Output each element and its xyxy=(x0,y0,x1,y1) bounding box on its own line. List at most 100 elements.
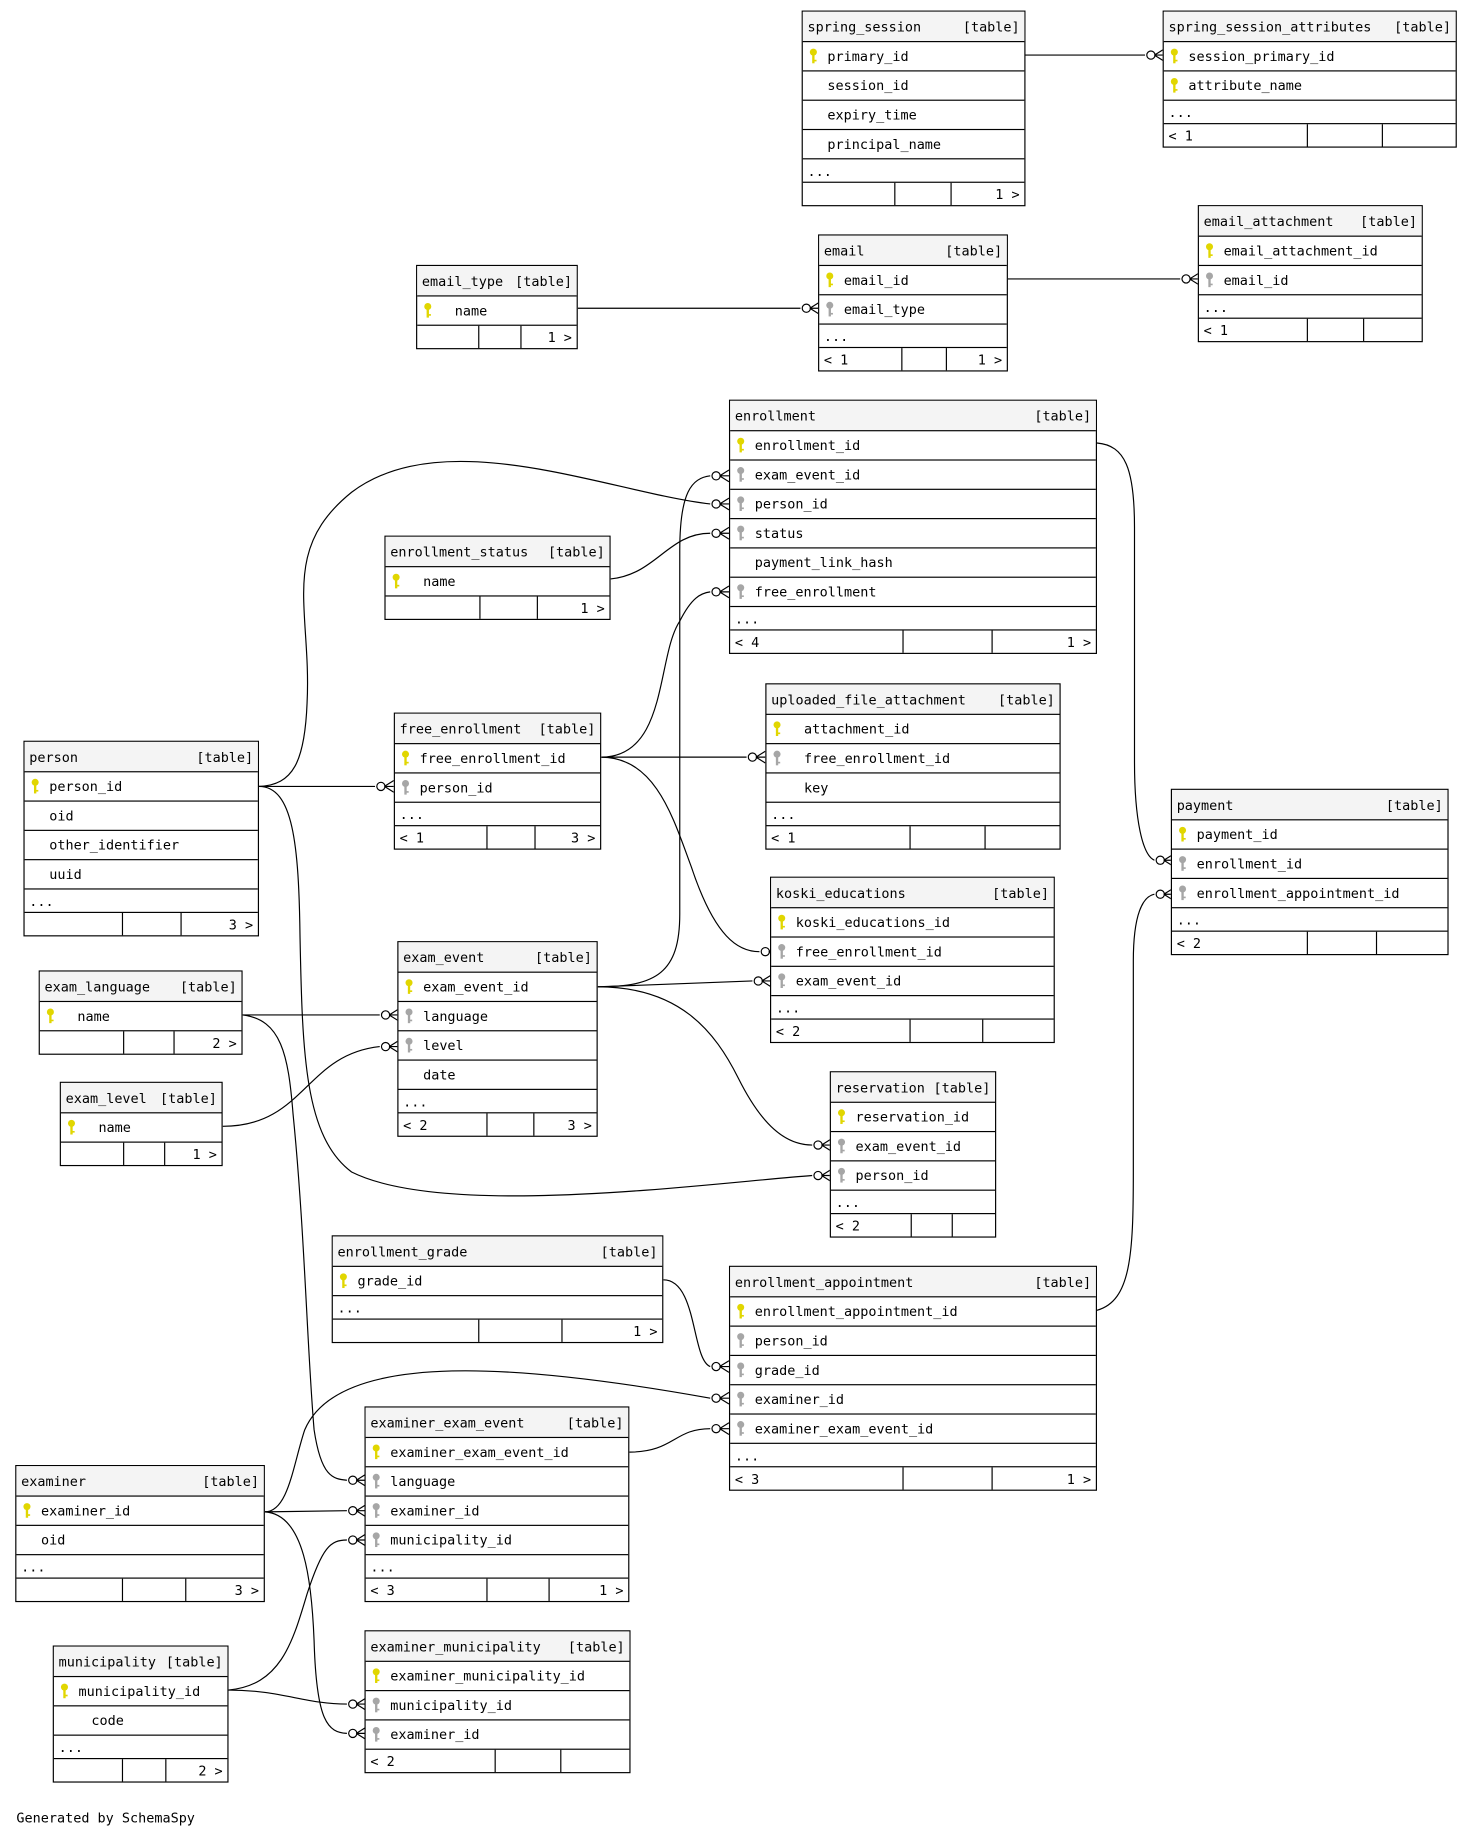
column-row[interactable]: municipality_id xyxy=(53,1675,228,1705)
column-row[interactable]: exam_event_id xyxy=(830,1130,996,1160)
parents-count[interactable]: 1 > xyxy=(995,185,1020,203)
table-header[interactable]: uploaded_file_attachment[table] xyxy=(766,684,1060,714)
column-row[interactable]: examiner_id xyxy=(365,1495,629,1524)
children-count[interactable]: < 2 xyxy=(831,1214,912,1237)
children-count[interactable]: < 3 xyxy=(730,1467,904,1490)
column-row[interactable]: person_id xyxy=(730,488,1096,518)
column-row[interactable]: examiner_exam_event_id xyxy=(730,1413,1096,1442)
column-row[interactable]: payment_link_hash xyxy=(730,547,1096,576)
column-row[interactable]: key xyxy=(766,772,1060,801)
table-exam-language[interactable]: exam_language[table]name 2 > xyxy=(38,970,243,1055)
table-header[interactable]: payment[table] xyxy=(1172,789,1448,820)
table-header[interactable]: email_attachment[table] xyxy=(1198,206,1422,236)
children-count[interactable]: < 1 xyxy=(395,826,488,849)
table-header[interactable]: examiner_exam_event[table] xyxy=(365,1407,629,1437)
table-email-attachment[interactable]: email_attachment[table]email_attachment_… xyxy=(1197,205,1423,343)
column-row[interactable]: name xyxy=(39,1000,242,1030)
column-row[interactable]: other_identifier xyxy=(24,829,258,859)
column-row[interactable]: enrollment_appointment_id xyxy=(730,1296,1096,1325)
parents-count[interactable]: 3 > xyxy=(571,829,596,846)
children-count[interactable]: < 1 xyxy=(1199,318,1308,342)
column-row[interactable]: koski_educations_id xyxy=(771,907,1054,936)
parents-count[interactable]: 1 > xyxy=(580,599,605,616)
table-header[interactable]: enrollment_appointment[table] xyxy=(730,1266,1096,1297)
column-row[interactable]: principal_name xyxy=(802,128,1025,158)
parents-count[interactable]: 1 > xyxy=(547,328,572,346)
column-row[interactable]: person_id xyxy=(830,1160,996,1189)
table-header[interactable]: examiner_municipality[table] xyxy=(365,1631,630,1661)
column-row[interactable]: payment_id xyxy=(1172,819,1448,848)
table-enrollment-grade[interactable]: enrollment_grade[table]grade_id...1 > xyxy=(331,1235,664,1344)
children-count[interactable]: < 1 xyxy=(1164,124,1308,147)
column-row[interactable]: email_id xyxy=(819,264,1007,294)
table-header[interactable]: enrollment_status[table] xyxy=(385,536,610,567)
column-row[interactable]: exam_event_id xyxy=(771,965,1054,995)
children-count[interactable]: < 1 xyxy=(766,826,911,849)
parents-count[interactable]: 3 > xyxy=(228,915,254,933)
column-row[interactable]: level xyxy=(398,1030,597,1059)
children-count[interactable]: < 2 xyxy=(771,1019,911,1042)
column-row[interactable]: name xyxy=(60,1112,222,1141)
column-row[interactable]: status xyxy=(730,518,1096,547)
table-spring-session-attributes[interactable]: spring_session_attributes[table]session_… xyxy=(1162,10,1457,148)
table-header[interactable]: exam_language[table] xyxy=(39,971,242,1001)
column-row[interactable]: primary_id xyxy=(802,41,1025,70)
column-row[interactable]: examiner_id xyxy=(730,1384,1096,1413)
column-row[interactable]: reservation_id xyxy=(830,1101,996,1131)
column-row[interactable]: examiner_municipality_id xyxy=(365,1660,630,1690)
column-row[interactable]: email_attachment_id xyxy=(1198,235,1422,265)
column-row[interactable]: examiner_exam_event_id xyxy=(365,1436,629,1466)
column-row[interactable]: municipality_id xyxy=(365,1690,630,1719)
column-row[interactable]: session_primary_id xyxy=(1163,41,1456,70)
column-row[interactable]: date xyxy=(398,1059,597,1088)
column-row[interactable]: person_id xyxy=(394,772,601,801)
column-row[interactable]: session_id xyxy=(802,70,1025,99)
column-row[interactable]: grade_id xyxy=(730,1354,1096,1384)
column-row[interactable]: expiry_time xyxy=(802,99,1025,129)
column-row[interactable]: free_enrollment_id xyxy=(766,743,1060,772)
column-row[interactable]: oid xyxy=(24,800,258,829)
table-header[interactable]: spring_session_attributes[table] xyxy=(1163,11,1456,42)
parents-count[interactable]: 1 > xyxy=(633,1322,658,1340)
table-header[interactable]: koski_educations[table] xyxy=(771,877,1054,908)
table-header[interactable]: spring_session[table] xyxy=(802,11,1025,42)
column-row[interactable]: free_enrollment_id xyxy=(771,936,1054,965)
table-uploaded-file-attachment[interactable]: uploaded_file_attachment[table]attachmen… xyxy=(765,683,1061,850)
column-row[interactable]: examiner_id xyxy=(16,1495,264,1524)
column-row[interactable]: enrollment_id xyxy=(730,430,1096,459)
parents-count[interactable]: 2 > xyxy=(212,1034,237,1051)
table-enrollment-appointment[interactable]: enrollment_appointment[table]enrollment_… xyxy=(728,1265,1097,1491)
children-count[interactable]: < 1 xyxy=(819,348,903,371)
children-count[interactable]: < 2 xyxy=(366,1749,496,1773)
table-enrollment-status[interactable]: enrollment_status[table]name 1 > xyxy=(384,535,611,620)
column-row[interactable]: oid xyxy=(16,1524,264,1554)
column-row[interactable]: exam_event_id xyxy=(730,459,1096,488)
parents-count[interactable]: 1 > xyxy=(977,351,1003,368)
table-header[interactable]: person[table] xyxy=(24,741,258,772)
column-row[interactable]: free_enrollment xyxy=(730,576,1096,606)
table-examiner-municipality[interactable]: examiner_municipality[table]examiner_mun… xyxy=(364,1630,631,1774)
table-header[interactable]: exam_event[table] xyxy=(398,942,597,972)
table-header[interactable]: examiner[table] xyxy=(16,1466,264,1496)
column-row[interactable]: name xyxy=(385,566,610,595)
column-row[interactable]: free_enrollment_id xyxy=(394,743,601,772)
table-examiner-exam-event[interactable]: examiner_exam_event[table]examiner_exam_… xyxy=(364,1406,630,1603)
column-row[interactable]: language xyxy=(398,1000,597,1030)
column-row[interactable]: examiner_id xyxy=(365,1719,630,1748)
column-row[interactable]: grade_id xyxy=(332,1265,663,1295)
parents-count[interactable]: 2 > xyxy=(198,1762,223,1779)
column-row[interactable]: email_type xyxy=(819,294,1007,323)
table-header[interactable]: exam_level[table] xyxy=(60,1082,222,1113)
column-row[interactable]: language xyxy=(365,1466,629,1495)
parents-count[interactable]: 1 > xyxy=(599,1581,624,1599)
column-row[interactable]: attachment_id xyxy=(766,713,1060,743)
parents-count[interactable]: 1 > xyxy=(1066,1470,1092,1487)
